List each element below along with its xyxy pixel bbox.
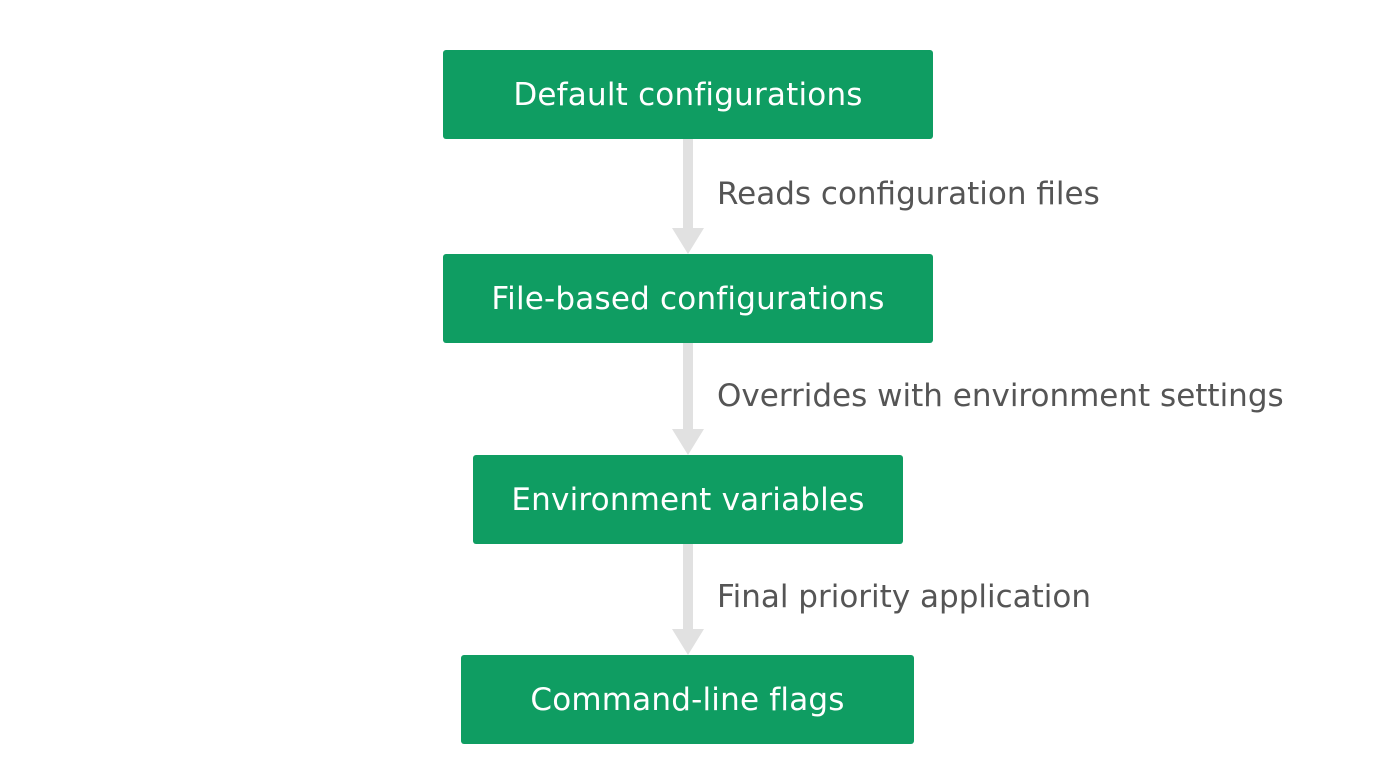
node-label: Environment variables bbox=[511, 481, 865, 518]
arrow-shaft bbox=[683, 343, 693, 429]
arrow-environment-to-flags bbox=[672, 544, 704, 655]
arrow-shaft bbox=[683, 544, 693, 629]
arrow-file-to-environment bbox=[672, 343, 704, 455]
arrow-shaft bbox=[683, 139, 693, 228]
edge-label-overrides-with-environment-settings: Overrides with environment settings bbox=[717, 378, 1284, 414]
arrow-default-to-file bbox=[672, 139, 704, 254]
edge-label-final-priority-application: Final priority application bbox=[717, 579, 1092, 615]
arrow-down-icon bbox=[672, 228, 704, 254]
node-label: Default configurations bbox=[513, 76, 863, 113]
arrow-down-icon bbox=[672, 629, 704, 655]
node-environment-variables: Environment variables bbox=[473, 455, 903, 544]
arrow-down-icon bbox=[672, 429, 704, 455]
node-label: File-based configurations bbox=[491, 280, 885, 317]
edge-label-reads-configuration-files: Reads configuration files bbox=[717, 176, 1100, 212]
node-label: Command-line flags bbox=[530, 681, 845, 718]
node-command-line-flags: Command-line flags bbox=[461, 655, 914, 744]
node-default-configurations: Default configurations bbox=[443, 50, 933, 139]
node-file-based-configurations: File-based configurations bbox=[443, 254, 933, 343]
